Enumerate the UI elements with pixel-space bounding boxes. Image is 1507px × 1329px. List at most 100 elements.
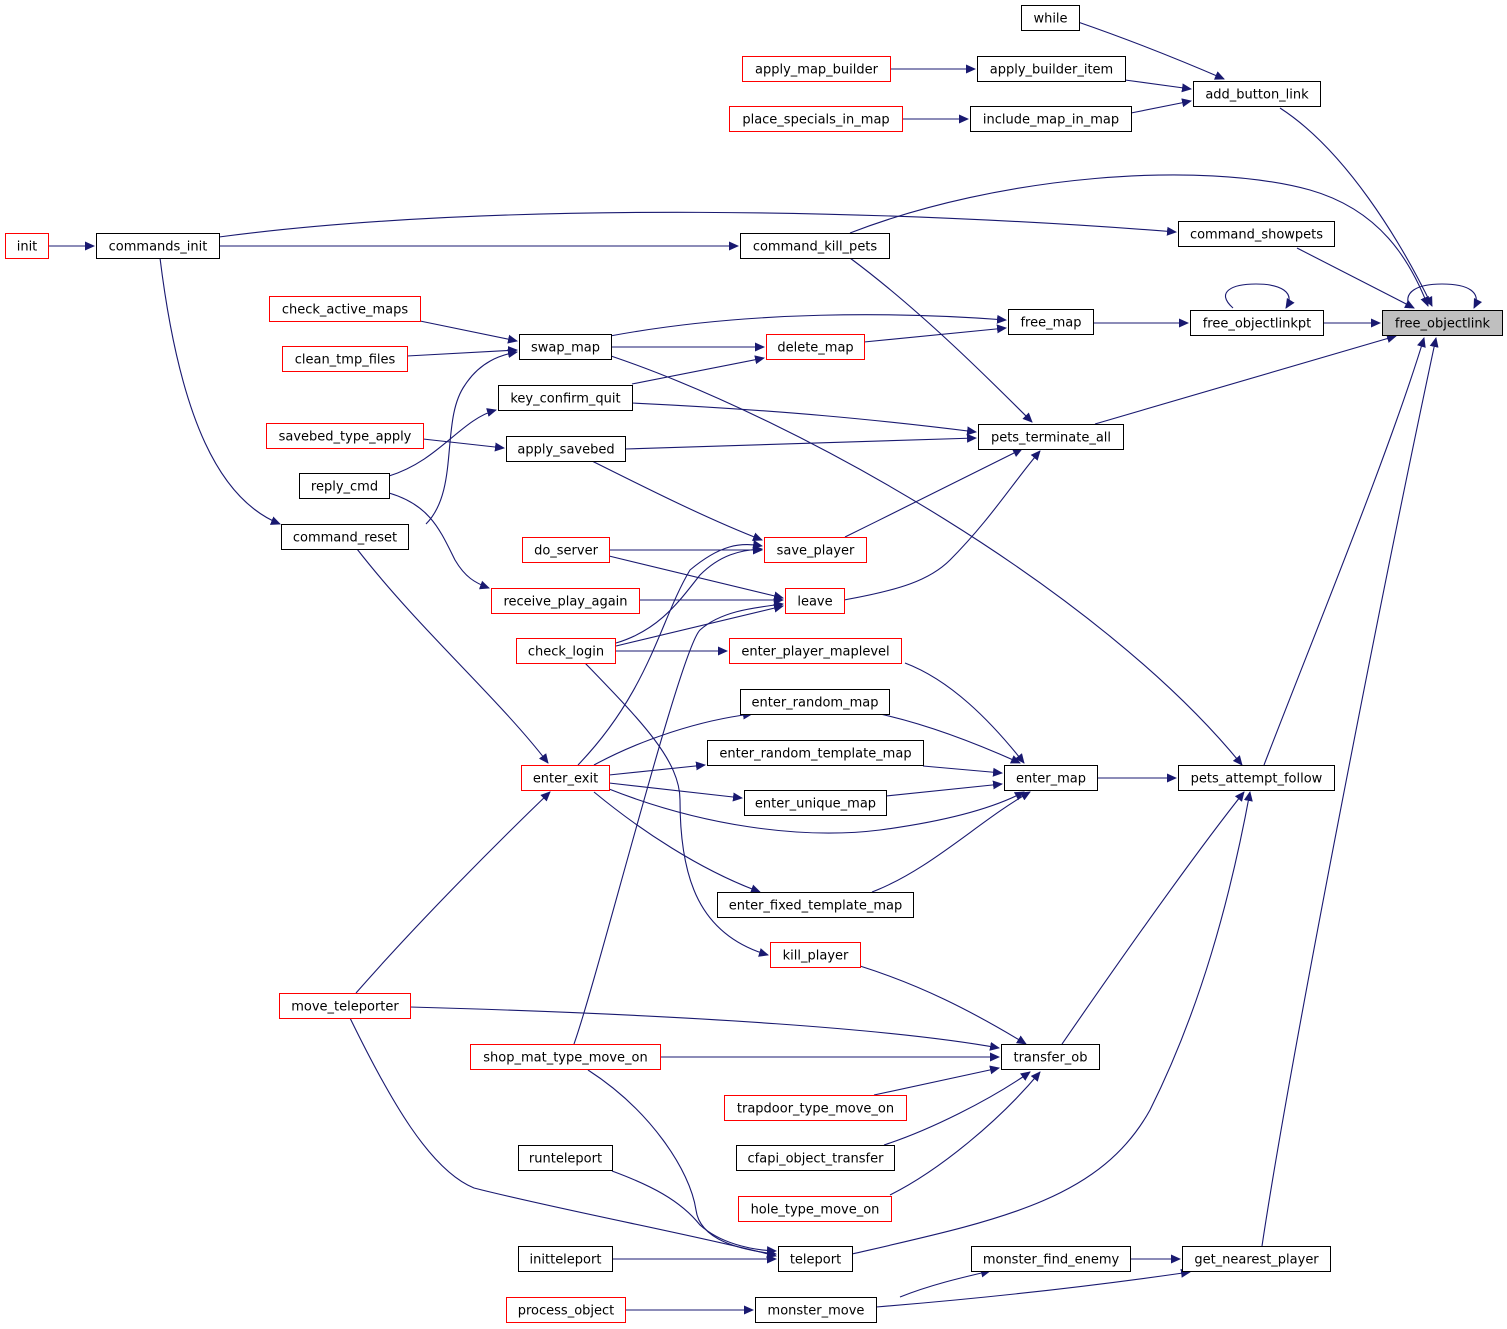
node-box[interactable] (766, 334, 865, 360)
node-pets-terminate-all[interactable]: pets_terminate_all (978, 424, 1124, 450)
node-free-map[interactable]: free_map (1008, 309, 1094, 335)
node-transfer-ob[interactable]: transfer_ob (1001, 1044, 1100, 1070)
node-check-login[interactable]: check_login (516, 638, 616, 664)
node-kill-player[interactable]: kill_player (770, 942, 861, 968)
node-move-teleporter[interactable]: move_teleporter (279, 993, 411, 1019)
node-teleport[interactable]: teleport (778, 1246, 853, 1272)
node-check-active-maps[interactable]: check_active_maps (269, 296, 421, 322)
node-box[interactable] (1182, 1246, 1331, 1272)
node-box[interactable] (1001, 1044, 1100, 1070)
node-box[interactable] (729, 106, 903, 132)
node-box[interactable] (785, 588, 845, 614)
node-enter-random-template-map[interactable]: enter_random_template_map (707, 740, 924, 766)
node-enter-fixed-template-map[interactable]: enter_fixed_template_map (717, 892, 914, 918)
node-box[interactable] (770, 942, 861, 968)
node-enter-unique-map[interactable]: enter_unique_map (744, 790, 887, 816)
node-free-objectlink[interactable]: free_objectlink (1382, 310, 1503, 336)
node-box[interactable] (744, 790, 887, 816)
node-box[interactable] (755, 1297, 877, 1323)
node-box[interactable] (516, 638, 616, 664)
node-delete-map[interactable]: delete_map (766, 334, 865, 360)
node-commands-init[interactable]: commands_init (96, 233, 220, 259)
node-box[interactable] (266, 423, 424, 449)
node-box[interactable] (736, 1145, 895, 1171)
node-enter-player-maplevel[interactable]: enter_player_maplevel (729, 638, 902, 664)
node-box[interactable] (1193, 81, 1321, 107)
node-free-objectlinkpt[interactable]: free_objectlinkpt (1190, 310, 1324, 336)
node-savebed-type-apply[interactable]: savebed_type_apply (266, 423, 424, 449)
node-box[interactable] (521, 765, 610, 791)
node-reply-cmd[interactable]: reply_cmd (299, 473, 390, 499)
node-apply-map-builder[interactable]: apply_map_builder (742, 56, 891, 82)
node-leave[interactable]: leave (785, 588, 845, 614)
node-box[interactable] (498, 385, 633, 411)
node-box[interactable] (279, 993, 411, 1019)
node-box[interactable] (1382, 310, 1503, 336)
node-trapdoor-type-move-on[interactable]: trapdoor_type_move_on (724, 1095, 907, 1121)
node-box[interactable] (96, 233, 220, 259)
node-add-button-link[interactable]: add_button_link (1193, 81, 1321, 107)
node-box[interactable] (282, 346, 408, 372)
node-box[interactable] (778, 1246, 853, 1272)
node-box[interactable] (1178, 765, 1335, 791)
node-box[interactable] (764, 537, 867, 563)
node-include-map-in-map[interactable]: include_map_in_map (970, 106, 1132, 132)
node-box[interactable] (738, 1196, 892, 1222)
node-runteleport[interactable]: runteleport (518, 1145, 613, 1171)
node-key-confirm-quit[interactable]: key_confirm_quit (498, 385, 633, 411)
node-box[interactable] (506, 1297, 626, 1323)
node-clean-tmp-files[interactable]: clean_tmp_files (282, 346, 408, 372)
node-box[interactable] (299, 473, 390, 499)
node-box[interactable] (717, 892, 914, 918)
node-box[interactable] (1021, 5, 1080, 31)
node-enter-random-map[interactable]: enter_random_map (740, 689, 890, 715)
node-box[interactable] (978, 424, 1124, 450)
node-shop-mat-type-move-on[interactable]: shop_mat_type_move_on (470, 1044, 661, 1070)
node-box[interactable] (269, 296, 421, 322)
node-initteleport[interactable]: initteleport (518, 1246, 613, 1272)
node-process-object[interactable]: process_object (506, 1297, 626, 1323)
node-box[interactable] (977, 56, 1126, 82)
node-pets-attempt-follow[interactable]: pets_attempt_follow (1178, 765, 1335, 791)
node-apply-builder-item[interactable]: apply_builder_item (977, 56, 1126, 82)
node-command-kill-pets[interactable]: command_kill_pets (740, 233, 890, 259)
node-box[interactable] (1190, 310, 1324, 336)
node-place-specials-in-map[interactable]: place_specials_in_map (729, 106, 903, 132)
node-box[interactable] (518, 1145, 613, 1171)
node-box[interactable] (506, 436, 626, 462)
node-apply-savebed[interactable]: apply_savebed (506, 436, 626, 462)
node-box[interactable] (971, 1246, 1131, 1272)
node-enter-exit[interactable]: enter_exit (521, 765, 610, 791)
node-cfapi-object-transfer[interactable]: cfapi_object_transfer (736, 1145, 895, 1171)
node-command-showpets[interactable]: command_showpets (1178, 221, 1335, 247)
node-box[interactable] (742, 56, 891, 82)
node-box[interactable] (1008, 309, 1094, 335)
node-do-server[interactable]: do_server (522, 537, 610, 563)
node-box[interactable] (470, 1044, 661, 1070)
node-box[interactable] (522, 537, 610, 563)
node-box[interactable] (518, 1246, 613, 1272)
node-command-reset[interactable]: command_reset (281, 524, 409, 550)
node-box[interactable] (1004, 765, 1098, 791)
node-box[interactable] (5, 233, 49, 259)
node-box[interactable] (1178, 221, 1335, 247)
node-monster-move[interactable]: monster_move (755, 1297, 877, 1323)
node-box[interactable] (519, 334, 612, 360)
node-box[interactable] (740, 689, 890, 715)
node-save-player[interactable]: save_player (764, 537, 867, 563)
node-box[interactable] (740, 233, 890, 259)
node-monster-find-enemy[interactable]: monster_find_enemy (971, 1246, 1131, 1272)
node-box[interactable] (724, 1095, 907, 1121)
node-box[interactable] (281, 524, 409, 550)
node-receive-play-again[interactable]: receive_play_again (491, 588, 640, 614)
node-enter-map[interactable]: enter_map (1004, 765, 1098, 791)
node-box[interactable] (707, 740, 924, 766)
node-box[interactable] (970, 106, 1132, 132)
node-swap-map[interactable]: swap_map (519, 334, 612, 360)
node-hole-type-move-on[interactable]: hole_type_move_on (738, 1196, 892, 1222)
node-init[interactable]: init (5, 233, 49, 259)
node-box[interactable] (491, 588, 640, 614)
node-get-nearest-player[interactable]: get_nearest_player (1182, 1246, 1331, 1272)
node-box[interactable] (729, 638, 902, 664)
node-while[interactable]: while (1021, 5, 1080, 31)
